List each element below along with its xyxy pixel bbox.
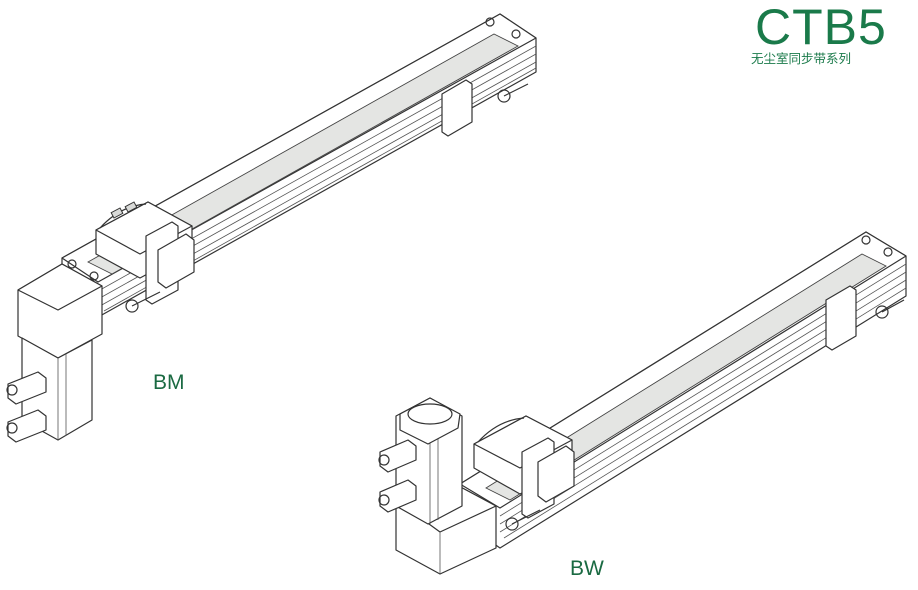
bw-sensor-bracket xyxy=(825,285,857,351)
bm-sensor-bracket xyxy=(441,79,473,137)
variant-label-bm: BM xyxy=(153,371,185,394)
bm-screw-icon xyxy=(67,259,77,269)
series-subtitle: 无尘室同步带系列 xyxy=(751,51,852,66)
bm-screw-icon xyxy=(485,17,495,27)
bm-screw-icon xyxy=(511,29,521,39)
series-title: CTB5 xyxy=(755,0,887,55)
bm-belt xyxy=(87,33,519,275)
bw-motor-cap xyxy=(399,397,461,445)
bw-screw-icon xyxy=(861,235,871,245)
variant-label-bw: BW xyxy=(570,557,604,580)
bm-actuator xyxy=(6,13,537,443)
bw-belt xyxy=(485,253,887,501)
bw-actuator xyxy=(378,231,907,575)
bw-screw-icon xyxy=(883,247,893,257)
bm-screw-icon xyxy=(89,271,99,281)
